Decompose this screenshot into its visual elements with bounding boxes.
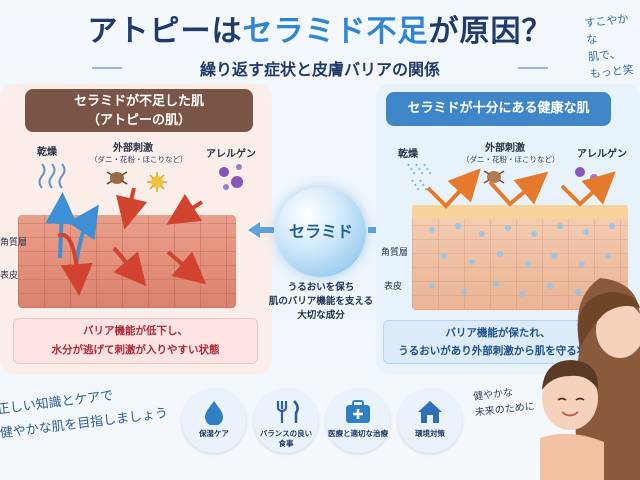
right-mite-icon bbox=[483, 170, 505, 184]
pollen-icon bbox=[147, 172, 167, 192]
care-label-4: 環境対策 bbox=[415, 429, 445, 438]
right-caption-line1: バリア機能が保たれ、 bbox=[445, 327, 551, 339]
left-layer-epidermis: 表皮 bbox=[0, 271, 19, 281]
care-item-diet: バランスの良い 食事 bbox=[254, 389, 318, 453]
center-caption-line1: うるおいを保ち bbox=[287, 282, 355, 293]
water-drop-icon bbox=[205, 401, 223, 425]
care-label-2: バランスの良い 食事 bbox=[259, 429, 313, 448]
page-title: アトピーはセラミド不足が原因？ bbox=[60, 6, 580, 50]
subtitle-line-left bbox=[92, 67, 122, 69]
right-panel-header: セラミドが十分にある健康な肌 bbox=[386, 92, 611, 126]
center-caption: うるおいを保ち 肌のバリア機能を支える 大切な成分 bbox=[262, 281, 380, 323]
right-allergen-label: アレルゲン bbox=[577, 149, 627, 160]
dryness-icon bbox=[38, 163, 66, 189]
fork-knife-icon bbox=[276, 400, 299, 423]
family-note: 健やかな 未来のために bbox=[472, 387, 536, 419]
left-header-line1: セラミドが不足した肌 bbox=[73, 94, 204, 109]
subtitle-line-right bbox=[518, 67, 548, 69]
right-layer-stratum: 角質層 bbox=[381, 248, 409, 258]
right-deflect-arrows bbox=[426, 168, 616, 297]
title-part-accent: セラミド不足 bbox=[242, 14, 429, 49]
title-part-1: アトピーは bbox=[87, 14, 243, 49]
allergen-icon bbox=[219, 164, 243, 190]
left-stimulus-sub: （ダニ・花粉・ほこりなど） bbox=[90, 155, 188, 164]
left-allergen-label: アレルゲン bbox=[206, 149, 256, 160]
right-layer-epidermis: 表皮 bbox=[384, 282, 403, 292]
right-dryness-label: 乾燥 bbox=[398, 149, 418, 160]
house-icon bbox=[418, 401, 442, 423]
care-item-environment: 環境対策 bbox=[398, 389, 462, 453]
mite-icon bbox=[106, 171, 128, 185]
left-header-line2: （アトピーの肌） bbox=[86, 113, 191, 128]
right-stimulus-sub: （ダニ・花粉・ほこりなど） bbox=[462, 155, 560, 164]
left-caption-line2: 水分が逃げて刺激が入りやすい状態 bbox=[51, 344, 220, 356]
left-caption: バリア機能が低下し、 水分が逃げて刺激が入りやすい状態 bbox=[13, 318, 258, 364]
care-item-medical: 医療と適切な治療 bbox=[326, 389, 390, 453]
title-part-3: が原因？ bbox=[428, 14, 553, 49]
left-caption-line1: バリア機能が低下し、 bbox=[83, 325, 188, 337]
page-subtitle: 繰り返す症状と皮膚バリアの関係 bbox=[199, 60, 440, 79]
center-caption-line3: 大切な成分 bbox=[297, 310, 345, 321]
medical-kit-icon bbox=[346, 400, 370, 423]
left-arrows bbox=[45, 188, 207, 296]
mother-child-illustration bbox=[540, 278, 640, 480]
ceramide-circle: セラミド bbox=[276, 187, 366, 277]
care-label-1: 保湿ケア bbox=[199, 429, 229, 438]
left-dryness-label: 乾燥 bbox=[37, 147, 57, 158]
right-caption: バリア機能が保たれ、 うるおいがあり外部刺激から肌を守る状態 bbox=[383, 320, 613, 364]
left-panel-header: セラミドが不足した肌 （アトピーの肌） bbox=[25, 89, 253, 132]
right-stimulus-label: 外部刺激 bbox=[485, 143, 525, 154]
left-stimulus-label: 外部刺激 bbox=[113, 143, 153, 154]
care-item-moisturizing: 保湿ケア bbox=[182, 389, 246, 453]
right-caption-line2: うるおいがあり外部刺激から肌を守る状態 bbox=[398, 345, 598, 357]
center-caption-line2: 肌のバリア機能を支える bbox=[268, 296, 374, 307]
care-label-3: 医療と適切な治療 bbox=[328, 429, 388, 438]
healthy-stratum-layer bbox=[412, 205, 628, 219]
bottom-message: 正しい知識とケアで 健やかな肌を目指しましょう bbox=[0, 378, 175, 447]
left-layer-stratum: 角質層 bbox=[0, 238, 28, 248]
